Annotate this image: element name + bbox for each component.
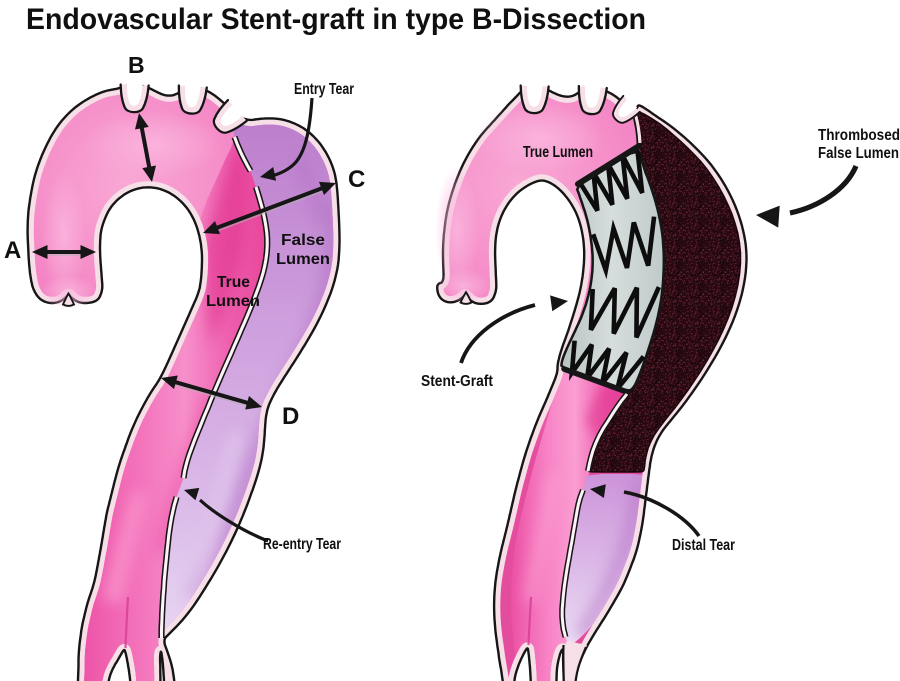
- svg-text:Thrombosed: Thrombosed: [818, 127, 900, 144]
- svg-text:Stent-Graft: Stent-Graft: [421, 373, 493, 390]
- svg-text:Lumen: Lumen: [206, 293, 260, 310]
- svg-text:Endovascular Stent-graft in ty: Endovascular Stent-graft in type B-Disse…: [26, 3, 646, 36]
- svg-text:Lumen: Lumen: [276, 251, 330, 268]
- svg-text:True Lumen: True Lumen: [523, 144, 593, 161]
- svg-text:Distal Tear: Distal Tear: [672, 537, 735, 554]
- svg-text:D: D: [282, 403, 299, 430]
- svg-text:Entry Tear: Entry Tear: [294, 81, 354, 98]
- svg-text:False Lumen: False Lumen: [818, 145, 899, 162]
- svg-text:Re-entry Tear: Re-entry Tear: [263, 536, 341, 553]
- svg-text:True: True: [217, 274, 250, 291]
- svg-text:B: B: [128, 52, 145, 78]
- svg-text:C: C: [348, 166, 365, 193]
- svg-text:A: A: [4, 237, 21, 264]
- svg-text:False: False: [281, 232, 325, 249]
